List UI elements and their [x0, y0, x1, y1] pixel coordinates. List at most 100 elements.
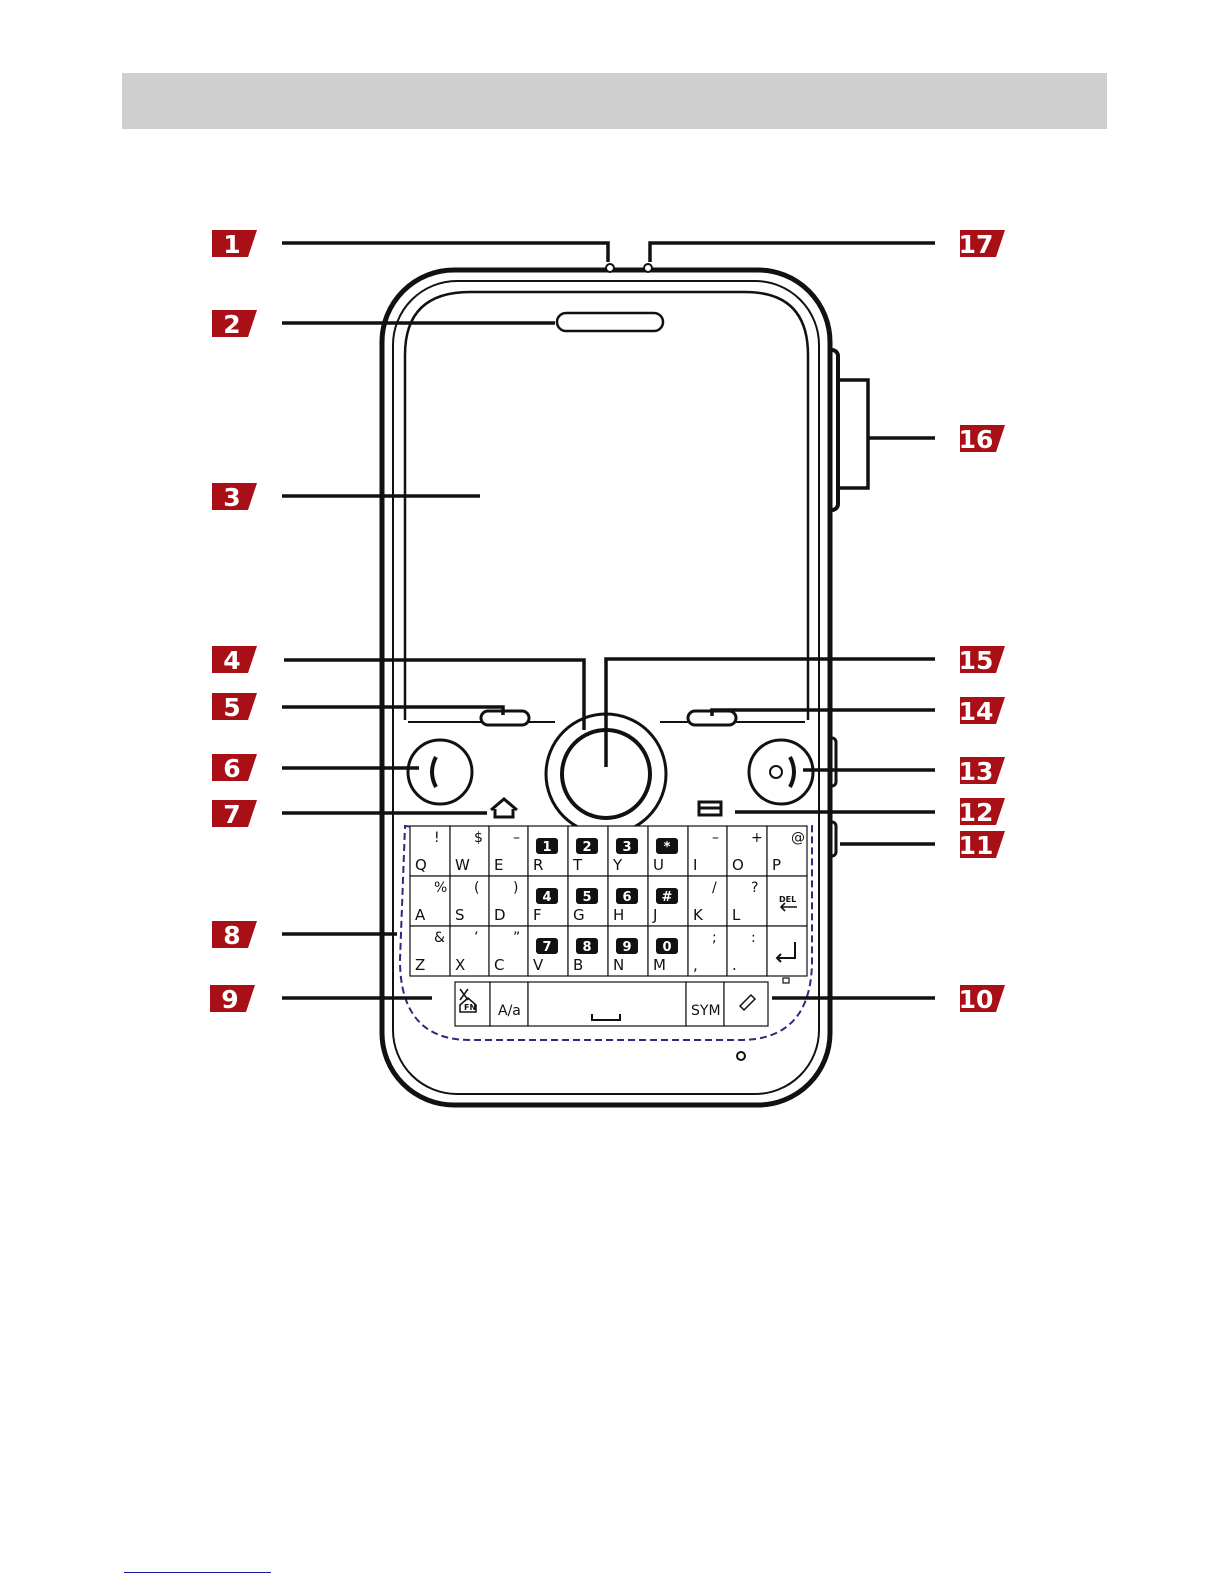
callout-3: 3 — [212, 483, 257, 512]
key: :. — [727, 926, 767, 976]
sym-key-label: SYM — [691, 1003, 721, 1019]
callout-13: 13 — [959, 757, 1005, 786]
callout-number: 4 — [223, 646, 240, 675]
key-alt-label: @ — [791, 830, 805, 846]
key-alt-label: ! — [434, 830, 440, 846]
key: 2T — [568, 826, 608, 876]
key-main-label: Y — [612, 856, 623, 874]
callout-number: 15 — [959, 646, 994, 675]
key-number: 9 — [622, 940, 631, 955]
key: @P — [767, 826, 807, 876]
callout-number: 3 — [223, 483, 240, 512]
top-hole-left — [606, 264, 614, 272]
key-number: 1 — [542, 840, 551, 855]
leader-16 — [836, 380, 935, 488]
callout-number: 7 — [223, 800, 240, 829]
key — [767, 926, 807, 976]
key: 1R — [528, 826, 568, 876]
key-main-label: P — [772, 856, 781, 874]
key-main-label: Z — [415, 956, 425, 974]
callout-number: 12 — [959, 798, 994, 827]
phone-outline — [382, 264, 838, 1105]
key-main-label: F — [533, 906, 542, 924]
key-main-label: O — [732, 856, 744, 874]
key-main-label: N — [613, 956, 624, 974]
callout-14: 14 — [959, 697, 1005, 726]
key-main-label: V — [533, 956, 544, 974]
callout-2: 2 — [212, 310, 257, 339]
key-alt-label: – — [513, 830, 520, 846]
key-main-label: T — [572, 856, 583, 874]
key-number: 8 — [582, 940, 591, 955]
key-alt-label: ) — [513, 880, 518, 896]
key-main-label: H — [613, 906, 624, 924]
key: DEL — [767, 876, 807, 926]
key-alt-label: : — [751, 930, 756, 946]
key: ?L — [727, 876, 767, 926]
key-main-label: I — [693, 856, 697, 874]
callout-10: 10 — [959, 985, 1005, 1014]
key: $W — [450, 826, 489, 876]
key-main-label: M — [653, 956, 666, 974]
key-number: 6 — [622, 890, 631, 905]
key: +O — [727, 826, 767, 876]
key: /K — [688, 876, 727, 926]
bottom-microphone — [737, 1052, 745, 1060]
qwerty-keyboard: !Q$W–E1R2T3Y*U–I+O@P%A(S)D4F5G6H#J/K?LDE… — [400, 826, 812, 1040]
fn-key-label: FN — [464, 1003, 476, 1012]
callout-11: 11 — [959, 831, 1005, 860]
key-main-label: R — [533, 856, 543, 874]
key-alt-label: ( — [474, 880, 479, 896]
callout-number: 17 — [959, 230, 994, 259]
key: ;, — [688, 926, 727, 976]
key-main-label: J — [652, 906, 657, 924]
key-number: 5 — [582, 890, 591, 905]
key-main-label: K — [693, 906, 704, 924]
callout-number: 10 — [959, 985, 994, 1014]
key-alt-label: / — [712, 880, 717, 896]
key-main-label: W — [455, 856, 470, 874]
earpiece — [557, 313, 663, 331]
callout-4: 4 — [212, 646, 257, 675]
callout-number: 2 — [223, 310, 240, 339]
key: 8B — [568, 926, 608, 976]
key-main-label: A — [415, 906, 426, 924]
key: &Z — [410, 926, 450, 976]
key-main-label: , — [693, 956, 698, 974]
callout-16: 16 — [959, 425, 1005, 454]
key-main-label: D — [494, 906, 506, 924]
key-number: 4 — [542, 890, 551, 905]
key: 9N — [608, 926, 648, 976]
key-number: 0 — [662, 940, 671, 955]
leader-1 — [282, 243, 608, 262]
key: *U — [648, 826, 688, 876]
key-main-label: C — [494, 956, 504, 974]
callout-6: 6 — [212, 754, 257, 783]
key: %A — [410, 876, 450, 926]
key: ’X — [450, 926, 489, 976]
key-alt-label: ; — [712, 930, 717, 946]
callout-1: 1 — [212, 230, 257, 259]
key-main-label: E — [494, 856, 503, 874]
key-main-label: . — [732, 956, 737, 974]
key: 5G — [568, 876, 608, 926]
left-soft-key — [481, 711, 529, 725]
key: –I — [688, 826, 727, 876]
key-number: # — [662, 890, 673, 905]
key-cap — [767, 926, 807, 976]
callout-number: 5 — [223, 693, 240, 722]
top-hole-right — [644, 264, 652, 272]
callout-number: 9 — [221, 985, 238, 1014]
callout-number: 11 — [959, 831, 994, 860]
key: –E — [489, 826, 528, 876]
key-main-label: X — [455, 956, 465, 974]
key: 6H — [608, 876, 648, 926]
key-number: * — [664, 840, 671, 855]
key-alt-label: ” — [513, 930, 520, 946]
callout-5: 5 — [212, 693, 257, 722]
key-alt-label: % — [434, 880, 447, 896]
callout-number: 16 — [959, 425, 994, 454]
key-number: 2 — [582, 840, 591, 855]
key: (S — [450, 876, 489, 926]
